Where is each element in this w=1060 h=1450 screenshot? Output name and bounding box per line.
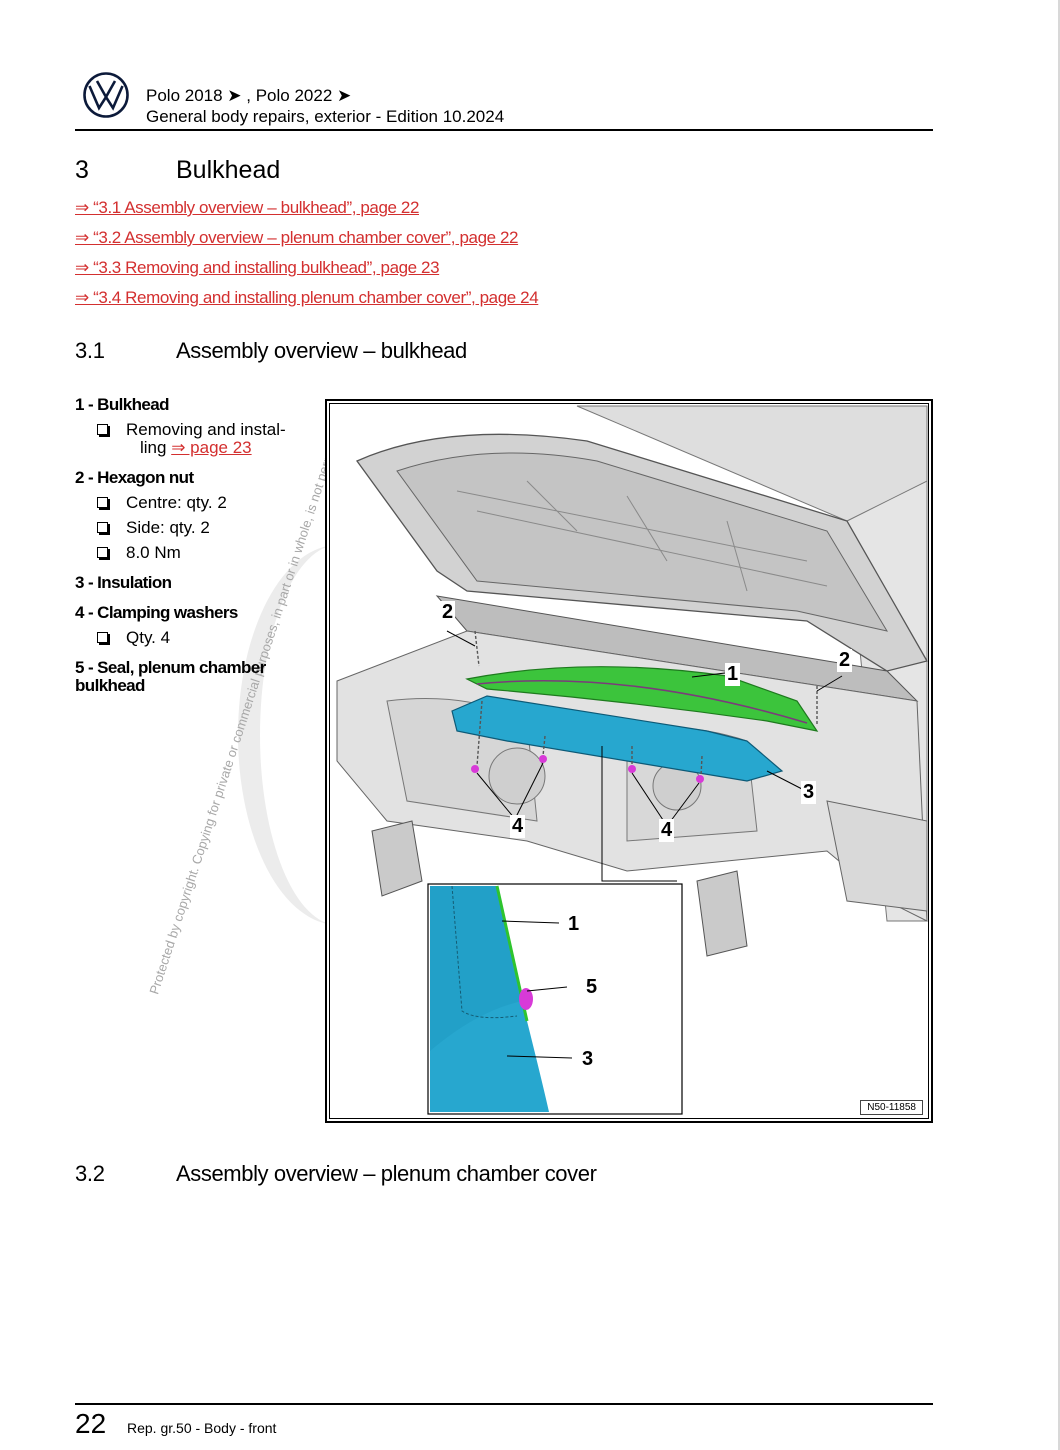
assembly-figure: 2 1 2 3 4 4 1 5 3 N50-11858 [325, 399, 933, 1123]
legend-bullet: Side: qty. 2 [75, 519, 315, 537]
bullet-text: ling [140, 438, 172, 457]
legend-bullet: Removing and instal- ling ⇒ page 23 [75, 421, 315, 457]
legend-item-title: 1 - Bulkhead [75, 395, 169, 414]
figure-frame [329, 403, 929, 1119]
subsection-number-3-2: 3.2 [75, 1161, 105, 1186]
inset-callout-3: 3 [582, 1048, 594, 1070]
bullet-text: Qty. 4 [126, 628, 171, 647]
footer-rule [75, 1403, 933, 1405]
figure-code: N50-11858 [860, 1100, 923, 1115]
checkbox-bullet-icon [97, 522, 108, 533]
callout-3: 3 [801, 781, 817, 804]
toc-link-3-2[interactable]: ⇒ “3.2 Assembly overview – plenum chambe… [75, 228, 519, 247]
subsection-number-3-1: 3.1 [75, 338, 105, 363]
legend-item-title: 5 - Seal, plenum chamber bulkhead [75, 658, 266, 695]
parts-legend: 1 - Bulkhead Removing and instal- ling ⇒… [75, 396, 315, 695]
vw-logo [83, 72, 129, 118]
bullet-text: 8.0 Nm [126, 543, 181, 562]
bullet-text: Side: qty. 2 [126, 518, 210, 537]
legend-item-title: 2 - Hexagon nut [75, 468, 194, 487]
page-edge [1058, 0, 1060, 1450]
bullet-text: Centre: qty. 2 [126, 493, 227, 512]
callout-2-right: 2 [837, 649, 853, 672]
toc-link-3-4[interactable]: ⇒ “3.4 Removing and installing plenum ch… [75, 288, 539, 307]
bullet-text: Removing and instal- [126, 420, 286, 439]
page-number: 22 [75, 1408, 107, 1439]
bulkhead-drawing [336, 405, 928, 1115]
legend-bullet: Centre: qty. 2 [75, 494, 315, 512]
inset-callout-5: 5 [586, 976, 598, 998]
header-rule [75, 129, 933, 131]
callout-2-left: 2 [440, 601, 456, 624]
page-link[interactable]: ⇒ page 23 [171, 438, 252, 457]
legend-item-title: 4 - Clamping washers [75, 603, 238, 622]
legend-item-title: 3 - Insulation [75, 573, 172, 592]
section-title: Bulkhead [176, 156, 281, 184]
callout-4-right: 4 [659, 819, 675, 842]
header-model: Polo 2018 ➤ , Polo 2022 ➤ [146, 86, 352, 105]
checkbox-bullet-icon [97, 424, 108, 435]
header-manual-title: General body repairs, exterior - Edition… [146, 107, 505, 126]
checkbox-bullet-icon [97, 632, 108, 643]
toc-link-3-3[interactable]: ⇒ “3.3 Removing and installing bulkhead”… [75, 258, 440, 277]
checkbox-bullet-icon [97, 497, 108, 508]
toc-link-3-1[interactable]: ⇒ “3.1 Assembly overview – bulkhead”, pa… [75, 198, 419, 217]
subsection-title-3-1: Assembly overview – bulkhead [176, 338, 467, 363]
footer-chapter: Rep. gr.50 - Body - front [127, 1420, 277, 1436]
section-number: 3 [75, 156, 89, 184]
checkbox-bullet-icon [97, 547, 108, 558]
callout-1: 1 [725, 663, 741, 686]
legend-bullet: Qty. 4 [75, 629, 315, 647]
inset-callout-1: 1 [568, 913, 580, 935]
subsection-title-3-2: Assembly overview – plenum chamber cover [176, 1161, 597, 1186]
callout-4-left: 4 [510, 815, 526, 838]
legend-bullet: 8.0 Nm [75, 544, 315, 562]
